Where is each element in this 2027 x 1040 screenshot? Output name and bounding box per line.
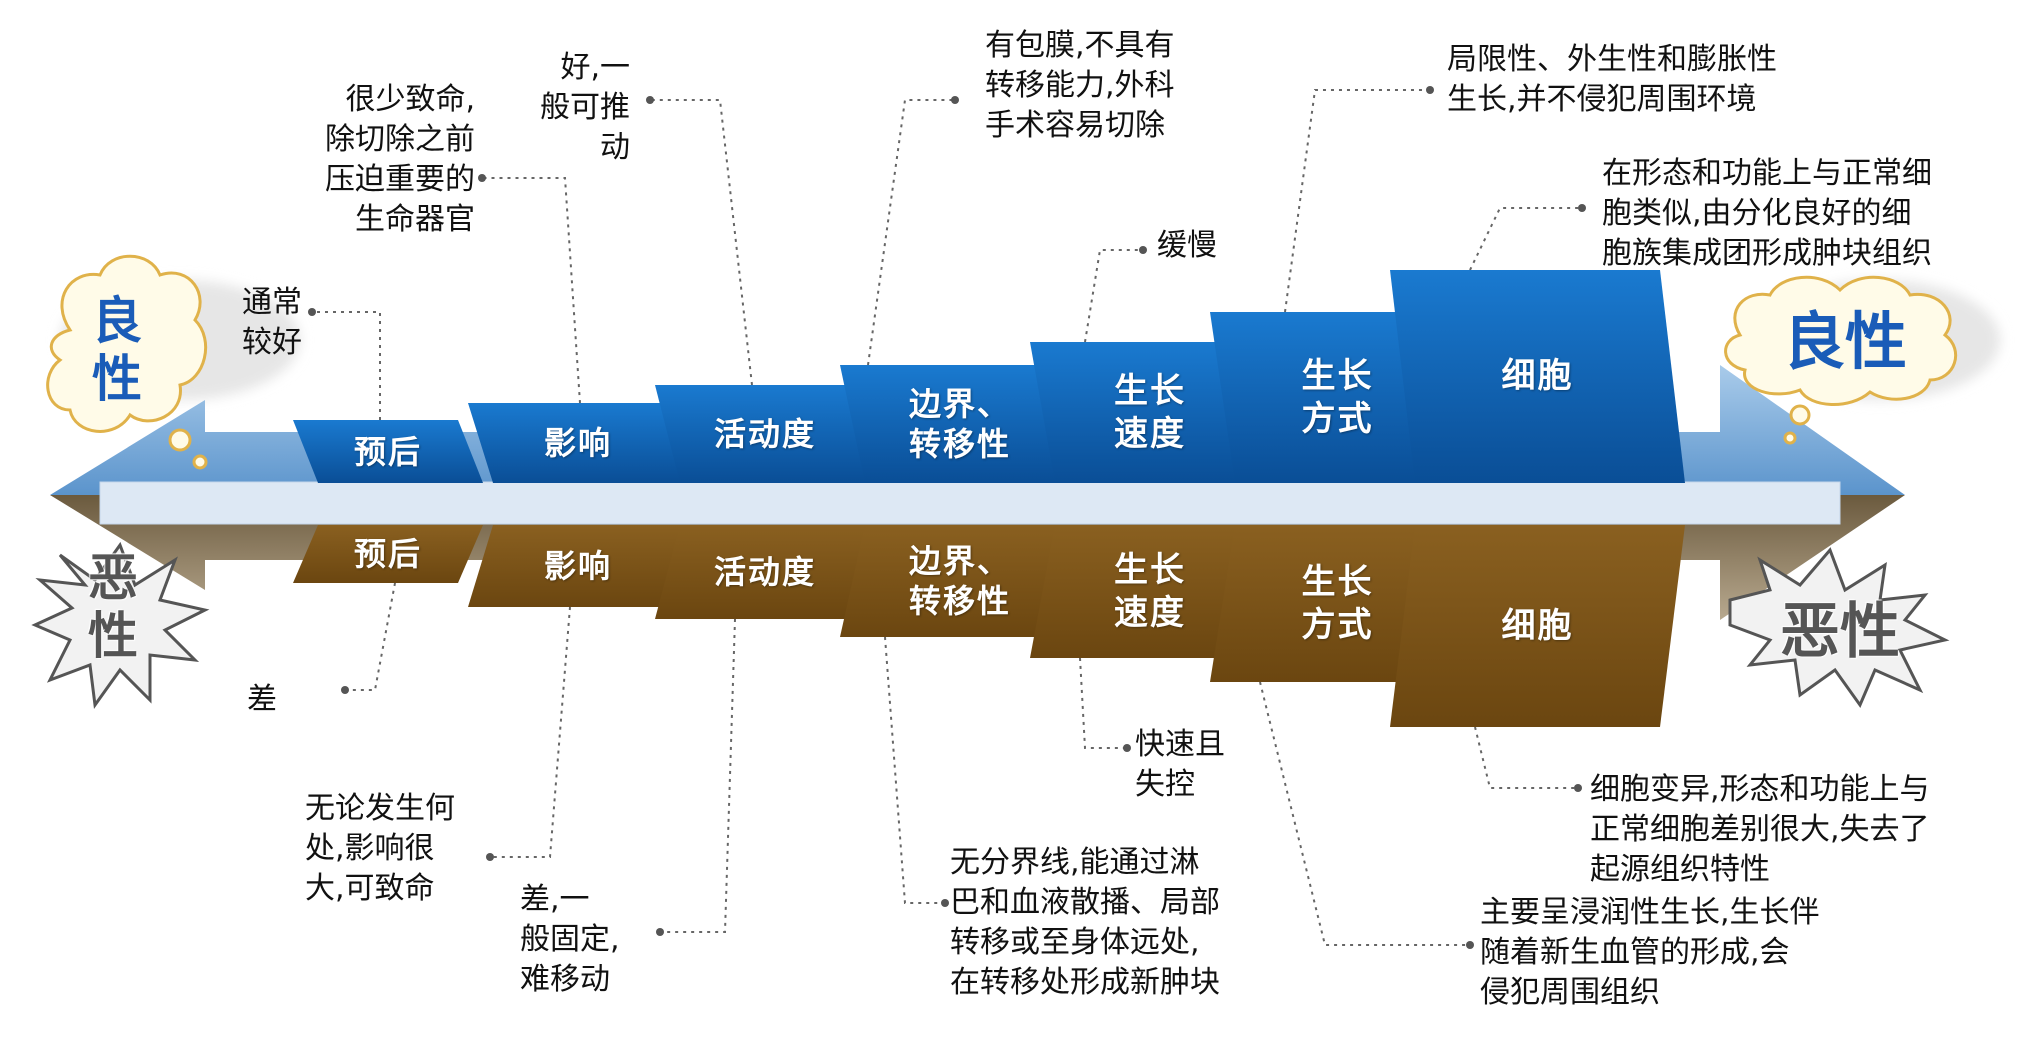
benign-cloud-left (46, 254, 208, 470)
malignant-connector-impact (490, 606, 571, 858)
benign-connector-dot-mobility (646, 96, 654, 104)
benign-param-cell: 细胞 (1501, 356, 1574, 397)
benign-label-left: 良 性 (92, 292, 142, 408)
benign-connector-growth-mode (1284, 89, 1430, 313)
benign-connector-dot-prognosis (308, 308, 316, 316)
benign-note-growth-mode: 局限性、外生性和膨胀性 生长,并不侵犯周围环境 (1447, 42, 1777, 117)
benign-param-growth-speed: 生长 速度 (1114, 371, 1186, 454)
malignant-label-left: 恶 性 (88, 549, 138, 665)
benign-block-mobility (655, 385, 875, 483)
malignant-connector-dot-cell (1574, 784, 1582, 792)
benign-param-growth-mode: 生长 方式 (1301, 356, 1374, 439)
malignant-connector-mobility (660, 618, 736, 933)
malignant-connector-dot-mobility (656, 928, 664, 936)
benign-param-prognosis: 预后 (353, 432, 422, 471)
benign-connector-prognosis (312, 311, 381, 420)
malignant-note-cell: 细胞变异,形态和功能上与 正常细胞差别很大,失去了 起源组织特性 (1590, 772, 1930, 887)
malignant-connector-cell (1474, 726, 1578, 789)
malignant-connector-dot-boundary-metastasis (941, 899, 949, 907)
malignant-connector-growth-mode (1259, 681, 1470, 946)
malignant-block-impact (468, 525, 688, 607)
malignant-connector-dot-growth-mode (1466, 941, 1474, 949)
benign-param-impact: 影响 (543, 424, 612, 462)
benign-connector-cell (1469, 207, 1582, 271)
malignant-param-boundary-metastasis: 边界、 转移性 (908, 542, 1011, 620)
malignant-block-prognosis (293, 525, 483, 583)
benign-block-prognosis (293, 420, 483, 483)
malignant-connector-boundary-metastasis (884, 636, 945, 904)
malignant-connector-prognosis (345, 582, 396, 691)
benign-param-boundary-metastasis: 边界、 转移性 (908, 385, 1011, 463)
benign-note-impact: 很少致命, 除切除之前 压迫重要的 生命器官 (325, 82, 475, 237)
benign-connector-dot-boundary-metastasis (951, 96, 959, 104)
benign-connector-dot-growth-speed (1139, 246, 1147, 254)
benign-cloud-right (1724, 275, 1958, 445)
malignant-param-growth-speed: 生长 速度 (1114, 550, 1186, 633)
malignant-connector-dot-impact (486, 853, 494, 861)
benign-note-boundary: 有包膜,不具有 转移能力,外科 手术容易切除 (985, 28, 1175, 143)
benign-connector-growth-speed (1084, 249, 1143, 343)
benign-block-cell (1390, 270, 1685, 483)
arrow-core-bar (99, 481, 1841, 525)
benign-connector-dot-impact (478, 174, 486, 182)
benign-connector-dot-growth-mode (1426, 86, 1434, 94)
benign-param-mobility: 活动度 (713, 415, 816, 453)
malignant-note-boundary: 无分界线,能通过淋 巴和血液散播、局部 转移或至身体远处, 在转移处形成新肿块 (950, 845, 1220, 1000)
malignant-connector-dot-prognosis (341, 686, 349, 694)
malignant-block-boundary-metastasis (840, 525, 1080, 637)
malignant-burst-right (1728, 547, 1950, 709)
malignant-note-growth-mode: 主要呈浸润性生长,生长伴 随着新生血管的形成,会 侵犯周围组织 (1480, 895, 1820, 1010)
malignant-note-impact: 无论发生何 处,影响很 大,可致命 (305, 791, 455, 906)
malignant-param-mobility: 活动度 (713, 553, 816, 591)
malignant-param-growth-mode: 生长 方式 (1301, 562, 1374, 645)
malignant-param-prognosis: 预后 (353, 535, 422, 573)
malignant-note-mobility: 差,一 般固定, 难移动 (520, 882, 620, 997)
malignant-param-cell: 细胞 (1501, 605, 1574, 646)
benign-note-mobility: 好,一 般可推 动 (540, 50, 630, 165)
malignant-note-prognosis: 差 (247, 682, 277, 717)
benign-note-prognosis: 通常 较好 (242, 285, 302, 360)
malignant-param-impact: 影响 (543, 547, 612, 585)
malignant-block-mobility (655, 525, 875, 619)
benign-block-boundary-metastasis (840, 365, 1080, 483)
malignant-burst-left (31, 541, 210, 709)
malignant-label-right: 恶性 (1780, 597, 1900, 667)
benign-note-speed: 缓慢 (1157, 228, 1217, 263)
benign-connector-dot-cell (1578, 204, 1586, 212)
benign-note-cell: 在形态和功能上与正常细 胞类似,由分化良好的细 胞族集成团形成肿块组织 (1602, 156, 1932, 271)
malignant-connector-dot-growth-speed (1123, 744, 1131, 752)
benign-block-impact (468, 403, 688, 483)
benign-connector-impact (482, 177, 581, 404)
malignant-connector-growth-speed (1079, 657, 1127, 749)
benign-label-right: 良性 (1782, 305, 1907, 378)
malignant-note-speed: 快速且 失控 (1135, 727, 1225, 802)
benign-connector-boundary-metastasis (867, 99, 955, 366)
benign-block-growth-speed (1030, 342, 1270, 483)
benign-connector-mobility (650, 99, 753, 386)
malignant-block-growth-speed (1030, 525, 1270, 658)
malignant-block-cell (1390, 525, 1685, 727)
